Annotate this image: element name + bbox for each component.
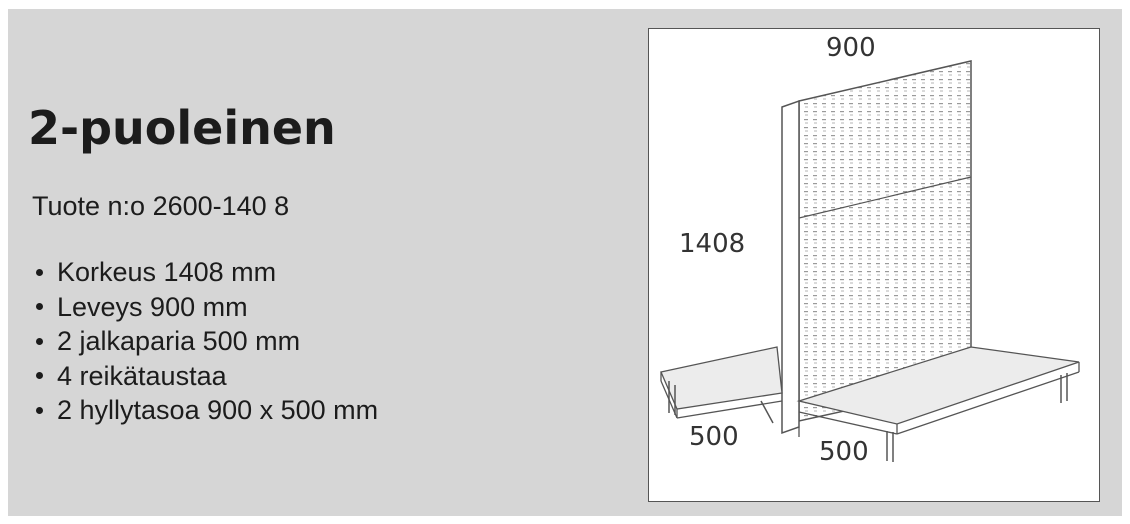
bullet-icon (36, 406, 43, 414)
depth-right-dimension-label: 500 (819, 437, 869, 467)
bullet-icon (36, 268, 43, 276)
end-post (781, 99, 800, 435)
feature-text: 4 reikätaustaa (57, 360, 227, 391)
feature-text: Korkeus 1408 mm (57, 257, 277, 287)
depth-left-dimension-label: 500 (689, 422, 739, 452)
feature-item: 4 reikätaustaa (30, 359, 378, 394)
feature-item: Leveys 900 mm (30, 290, 378, 325)
feature-text: 2 hyllytasoa 900 x 500 mm (57, 395, 379, 425)
product-number: Tuote n:o 2600-140 8 (32, 191, 290, 221)
feature-item: Korkeus 1408 mm (30, 255, 378, 290)
feature-list: Korkeus 1408 mm Leveys 900 mm 2 jalkapar… (30, 255, 378, 428)
feature-text: 2 jalkaparia 500 mm (57, 326, 301, 356)
bullet-icon (36, 303, 43, 311)
width-dimension-label: 900 (826, 33, 876, 63)
bullet-icon (36, 372, 43, 380)
feature-item: 2 jalkaparia 500 mm (30, 324, 378, 359)
left-shelf (660, 346, 783, 410)
height-dimension-label: 1408 (679, 229, 746, 259)
panel-divider (798, 176, 972, 219)
feature-item: 2 hyllytasoa 900 x 500 mm (30, 393, 378, 428)
product-title: 2-puoleinen (28, 101, 336, 155)
bullet-icon (36, 337, 43, 345)
shelf-drawing: 900 1408 500 500 (648, 28, 1100, 502)
feature-text: Leveys 900 mm (57, 291, 248, 322)
shelf-illustration (660, 60, 1080, 462)
